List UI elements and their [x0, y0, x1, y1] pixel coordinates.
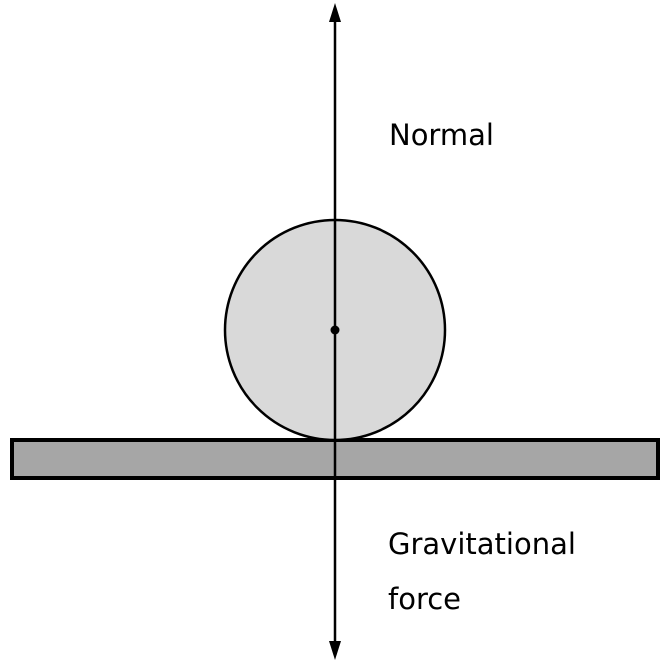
gravitational-force-arrowhead-icon	[329, 641, 341, 660]
center-of-mass-dot	[330, 325, 340, 335]
gravitational-force-label-line1: Gravitational	[388, 527, 576, 561]
gravitational-force-label-line2: force	[388, 582, 461, 616]
normal-force-arrowhead-icon	[329, 3, 341, 22]
normal-force-label: Normal	[389, 118, 494, 152]
